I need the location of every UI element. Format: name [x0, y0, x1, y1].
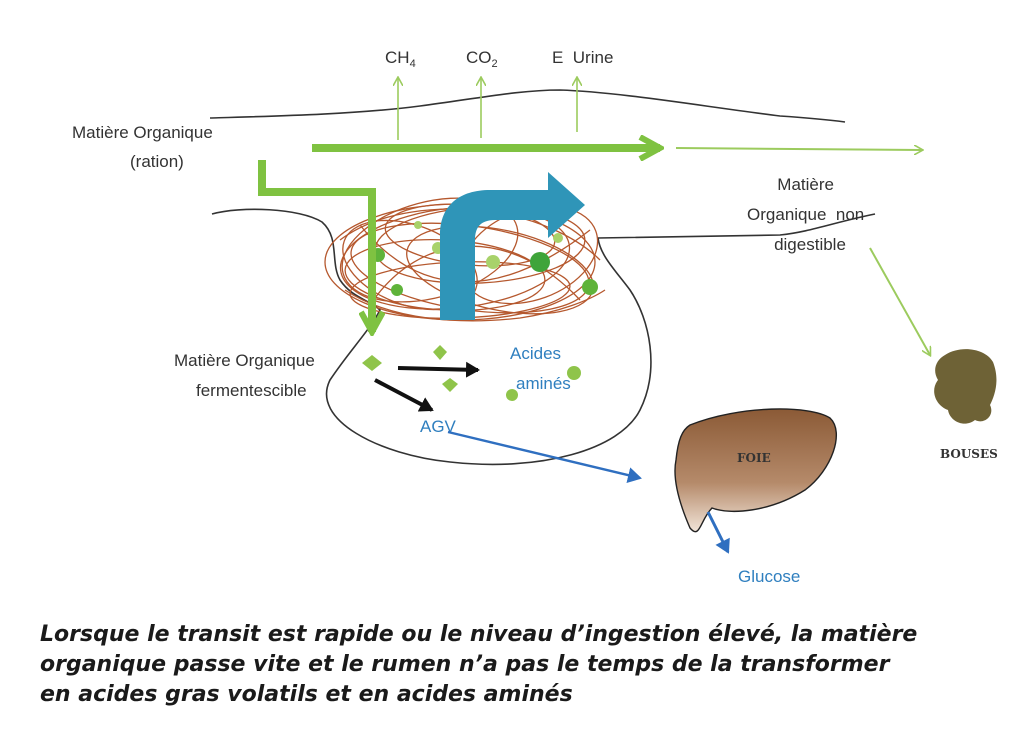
acides-amines-label: Acides aminés: [510, 344, 571, 393]
conversion-particles: [362, 345, 581, 401]
caption-line-3: en acides gras volatils et en acides ami…: [40, 682, 573, 707]
liver-icon: [674, 408, 838, 533]
to-glucose-arrow: [706, 511, 730, 554]
teal-bypass-arrow: [440, 172, 585, 320]
ch4-label: CH4: [385, 48, 416, 70]
to-amino-acids-arrow: [397, 361, 480, 378]
foie-label: FOIE: [737, 451, 771, 465]
input-label: Matière Organique (ration): [72, 123, 218, 171]
caption-line-2: organique passe vite et le rumen n’a pas…: [40, 652, 890, 677]
e-urine-label: E Urine: [552, 48, 613, 67]
co2-label: CO2: [466, 48, 498, 70]
back-line: [209, 89, 846, 123]
glucose-label: Glucose: [738, 567, 800, 586]
caption-line-1: Lorsque le transit est rapide ou le nive…: [40, 622, 918, 647]
continuation-arrow: [675, 148, 922, 150]
fermentation-arrow: [258, 160, 372, 332]
figure-caption: Lorsque le transit est rapide ou le nive…: [40, 620, 1000, 710]
to-dung-arrow: [869, 247, 930, 355]
agv-to-liver-arrow: [447, 430, 642, 483]
bouses-label: BOUSES: [940, 447, 998, 461]
to-agv-arrow: [374, 378, 434, 412]
fermentescible-label: Matière Organique fermentescible: [174, 351, 320, 400]
agv-label: AGV: [420, 417, 457, 436]
non-digestible-label: Matière Organique non digestible: [747, 175, 869, 254]
dung-icon: [934, 349, 997, 424]
rumen-outline: [211, 208, 876, 466]
